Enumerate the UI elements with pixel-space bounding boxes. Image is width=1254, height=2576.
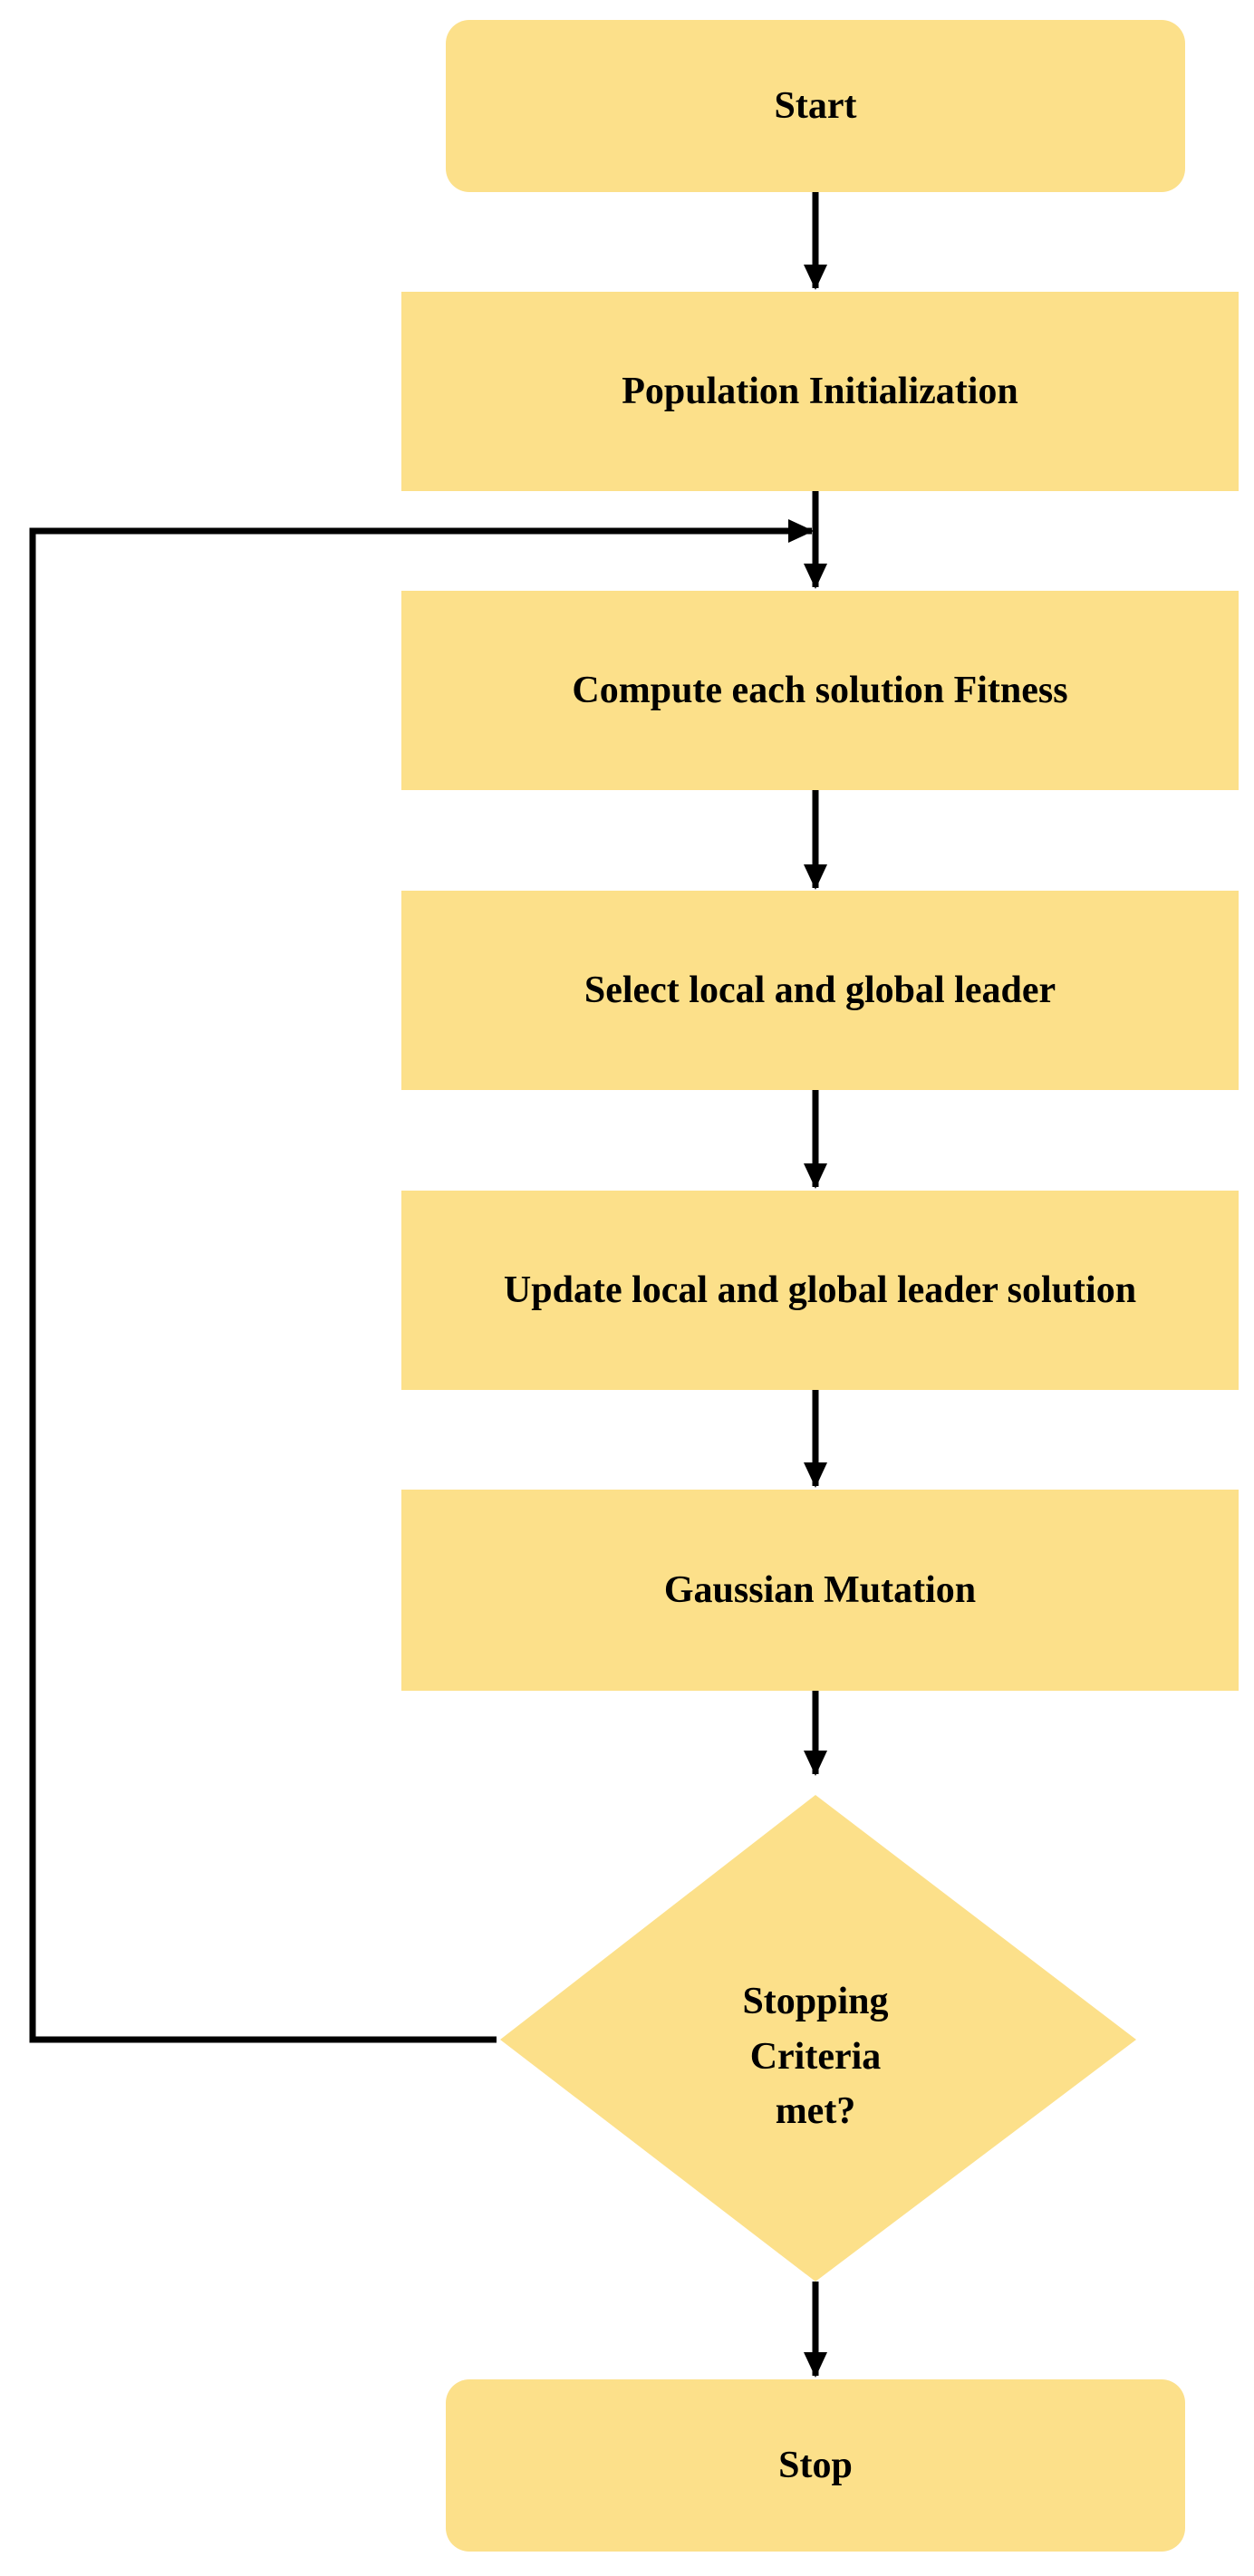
step-label: Compute each solution Fitness bbox=[572, 669, 1068, 711]
start-terminal: Start bbox=[446, 20, 1185, 192]
step-label: Gaussian Mutation bbox=[663, 1568, 977, 1611]
stop-terminal: Stop bbox=[446, 2379, 1185, 2552]
decision-diamond bbox=[500, 1795, 1136, 2282]
decision-text-wrap: Stopping Criteria met? bbox=[507, 1921, 1124, 2193]
step-gaussian-mutation: Gaussian Mutation bbox=[401, 1490, 1239, 1691]
step-label: Update local and global leader solution bbox=[503, 1269, 1137, 1311]
step-compute-fitness: Compute each solution Fitness bbox=[401, 591, 1239, 790]
start-label: Start bbox=[774, 84, 857, 127]
step-select-leader: Select local and global leader bbox=[401, 891, 1239, 1090]
decision-label: Stopping Criteria met? bbox=[742, 1980, 889, 2133]
stop-label: Stop bbox=[778, 2444, 853, 2486]
loop-back-connector bbox=[29, 519, 814, 2043]
step-label: Population Initialization bbox=[622, 370, 1018, 412]
step-label: Select local and global leader bbox=[584, 969, 1056, 1011]
step-update-leader: Update local and global leader solution bbox=[401, 1191, 1239, 1390]
step-population-initialization: Population Initialization bbox=[401, 292, 1239, 491]
